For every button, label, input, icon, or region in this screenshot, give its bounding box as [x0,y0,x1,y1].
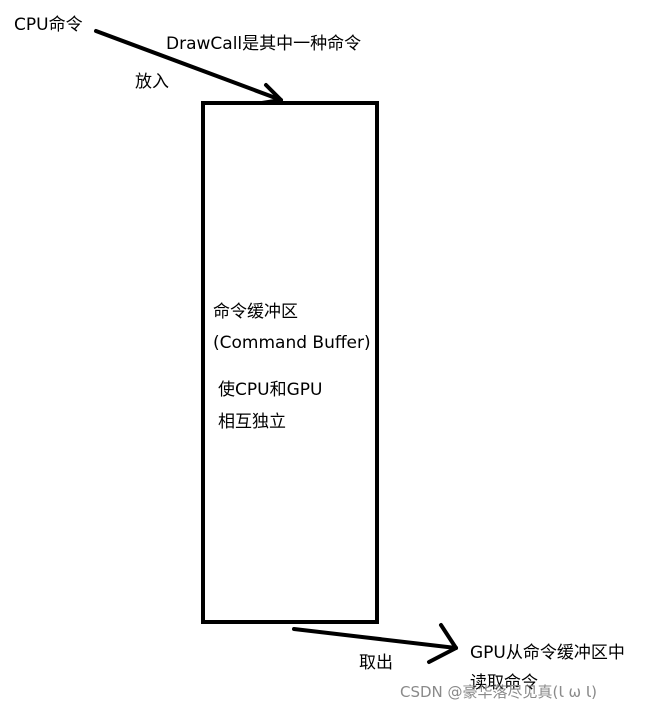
buffer-title-line2: (Command Buffer) [213,333,371,353]
gpu-read-line1: GPU从命令缓冲区中 [470,643,625,663]
cpu-command-label: CPU命令 [14,15,83,35]
csdn-watermark: CSDN @豪华落尽见真(Ɩ ω Ɩ) [400,683,597,701]
buffer-to-gpu-arrow [292,623,458,664]
buffer-title-line1: 命令缓冲区 [213,302,298,322]
cpu-to-buffer-arrow [94,29,283,105]
drawcall-note-label: DrawCall是其中一种命令 [166,34,362,54]
independence-line2: 相互独立 [218,412,286,432]
gpu-read-line2: 读取命令 [470,673,538,693]
take-out-label: 取出 [359,653,393,673]
independence-line1: 使CPU和GPU [218,380,323,400]
command-buffer-box [201,101,379,624]
put-in-label: 放入 [135,72,169,92]
